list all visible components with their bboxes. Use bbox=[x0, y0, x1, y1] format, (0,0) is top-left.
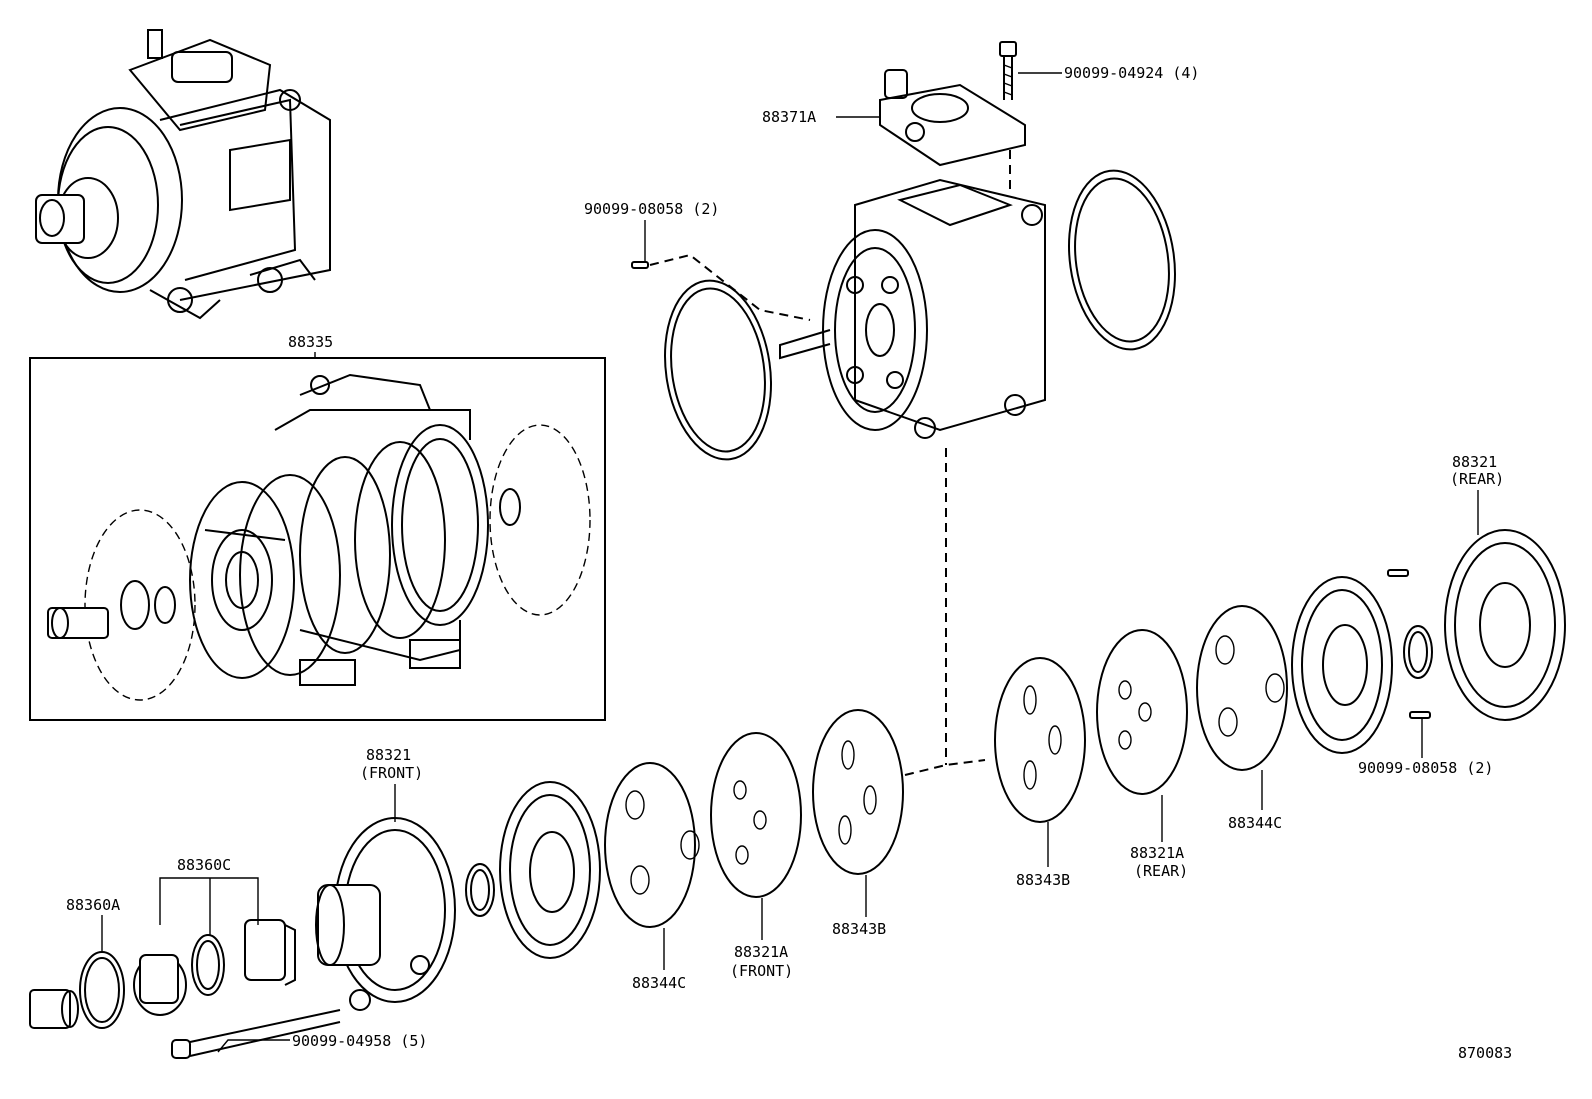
label-88321A-front-number: 88321A bbox=[734, 943, 788, 961]
part-labels: 88371A 90099-04924 (4) 90099-08058 (2) 8… bbox=[66, 64, 1504, 1050]
label-88344C-left: 88344C bbox=[632, 974, 686, 992]
label-90099-04924: 90099-04924 (4) bbox=[1064, 64, 1199, 82]
label-88321A-rear-tag: (REAR) bbox=[1134, 862, 1188, 880]
leader-lines bbox=[101, 72, 1479, 1053]
label-88360A: 88360A bbox=[66, 896, 120, 914]
label-88321A-rear-number: 88321A bbox=[1130, 844, 1184, 862]
label-88343B-right: 88343B bbox=[1016, 871, 1070, 889]
label-88321-rear-tag: (REAR) bbox=[1450, 470, 1504, 488]
label-88343B-left: 88343B bbox=[832, 920, 886, 938]
figure-code: 870083 bbox=[1458, 1044, 1512, 1062]
exploded-parts-row bbox=[29, 529, 1566, 1059]
label-90099-08058-top: 90099-08058 (2) bbox=[584, 200, 719, 218]
label-88321-front-number: 88321 bbox=[366, 746, 411, 764]
assembled-compressor-illustration bbox=[35, 29, 331, 320]
label-88371A: 88371A bbox=[762, 108, 816, 126]
label-88321-rear-number: 88321 bbox=[1452, 453, 1497, 471]
label-90099-04958: 90099-04958 (5) bbox=[292, 1032, 427, 1050]
inset-box bbox=[29, 357, 606, 721]
label-88344C-right: 88344C bbox=[1228, 814, 1282, 832]
inset-exploded-illustration bbox=[47, 373, 591, 701]
label-88321-front-tag: (FRONT) bbox=[360, 764, 423, 782]
label-88360C: 88360C bbox=[177, 856, 231, 874]
inset-label: 88335 bbox=[288, 333, 333, 351]
label-88321A-front-tag: (FRONT) bbox=[730, 962, 793, 980]
label-90099-08058-right: 90099-08058 (2) bbox=[1358, 759, 1493, 777]
compressor-body-illustration bbox=[631, 41, 1176, 776]
